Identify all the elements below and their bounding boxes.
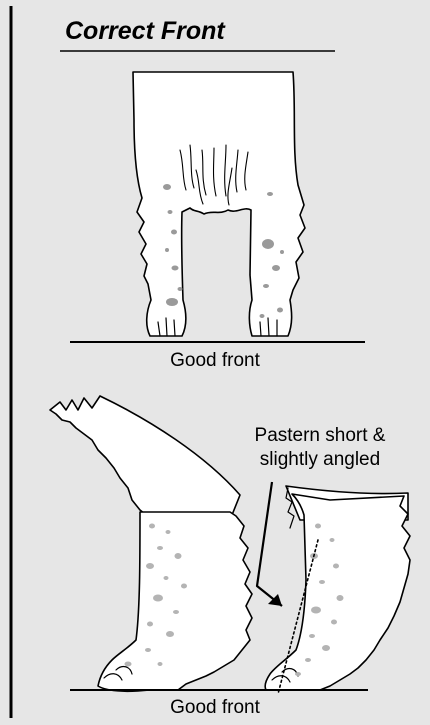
annotation-line-1: Pastern short & [222,424,418,447]
annotation-line-2: slightly angled [222,448,418,471]
panel-title: Correct Front [65,16,280,46]
chest-outline [133,72,305,336]
bottom-caption: Good front [140,696,290,719]
annotation-arrow [257,482,282,606]
front-view-legs-illustration [133,72,305,336]
body-feather-left [50,396,240,520]
left-leg [98,512,252,691]
top-caption: Good front [140,349,290,372]
